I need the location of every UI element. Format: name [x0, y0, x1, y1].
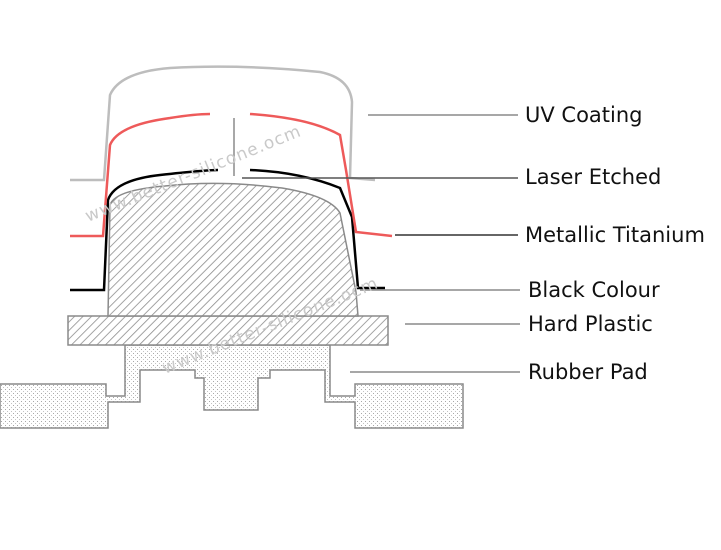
- hard-plastic-base: [67, 315, 389, 346]
- metallic-titanium-layer: [70, 112, 393, 238]
- label-uv-coating: UV Coating: [525, 103, 643, 127]
- label-hard-plastic: Hard Plastic: [528, 312, 653, 336]
- uv-coating-layer: [70, 65, 376, 182]
- label-laser-etched: Laser Etched: [525, 165, 661, 189]
- label-metallic-titanium: Metallic Titanium: [525, 223, 705, 247]
- label-rubber-pad: Rubber Pad: [528, 360, 648, 384]
- label-black-colour: Black Colour: [528, 278, 660, 302]
- rubber-pad-shape: [0, 344, 464, 429]
- hard-plastic-keycap: [107, 182, 359, 317]
